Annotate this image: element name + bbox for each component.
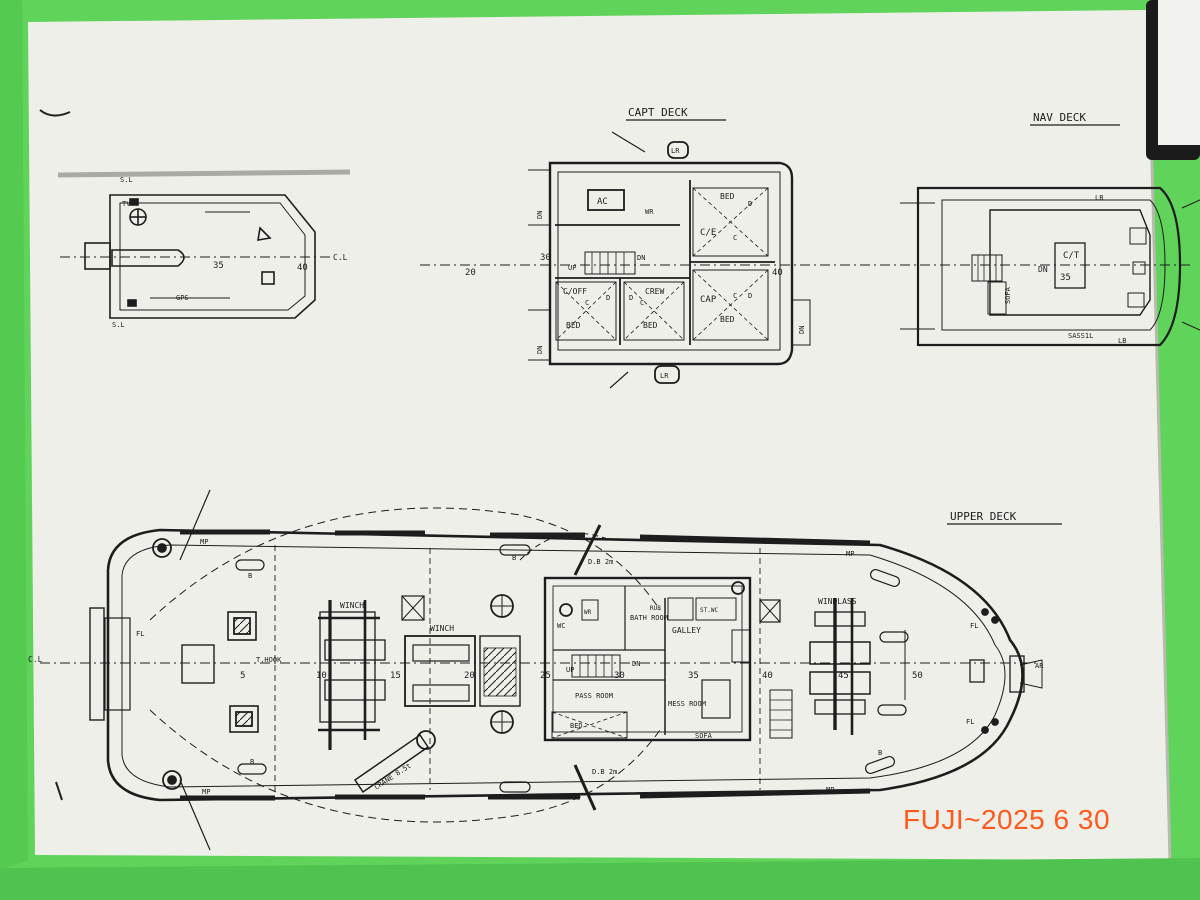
- pen-mark-2: [55, 781, 63, 801]
- upper-winch-mid: WINCH: [430, 624, 454, 633]
- upper-db-bottom: D.B 2m: [592, 768, 617, 776]
- upper-frame-35: 35: [688, 671, 699, 681]
- capt-room-wr: WR: [645, 208, 654, 216]
- tape-strip-left: [0, 0, 28, 870]
- frame-35-bow: 35: [213, 261, 224, 271]
- capt-door-1: D: [748, 200, 752, 208]
- label-tv: TV: [122, 200, 131, 208]
- nav-frame-35: 35: [1060, 273, 1071, 283]
- capt-door-4: D: [629, 294, 633, 302]
- upper-frame-15: 15: [390, 671, 401, 681]
- capt-chair-4: C: [640, 299, 644, 307]
- upper-up: UP: [566, 666, 574, 674]
- capt-room-c-off: C/OFF: [563, 287, 587, 296]
- capt-door-3: D: [606, 294, 610, 302]
- upper-winch-aft: WINCH: [340, 601, 364, 610]
- label-sl-top: S.L: [120, 176, 133, 184]
- upper-thook: T.HOOK: [256, 656, 282, 664]
- capt-dn-left-1: DN: [536, 211, 544, 219]
- upper-mess-room: MESS ROOM: [668, 700, 706, 708]
- capt-dn-right: DN: [798, 326, 806, 334]
- capt-room-crew: CREW: [645, 287, 664, 296]
- upper-frame-10: 10: [316, 671, 327, 681]
- capt-chair-3: C: [585, 299, 589, 307]
- upper-galley: GALLEY: [672, 626, 701, 635]
- upper-ar: AR: [1035, 662, 1044, 670]
- tape-strip-bottom: [0, 858, 1200, 900]
- capt-deck-plan: CAPT DECK AC WR BED C/E: [420, 106, 1190, 389]
- capt-bed-1: BED: [566, 321, 581, 330]
- upper-stwc: ST.WC: [700, 607, 718, 614]
- upper-wr: WR: [584, 609, 592, 616]
- upper-mp-2: MP: [202, 788, 210, 796]
- capt-up: UP: [568, 264, 576, 272]
- upper-dn: DN: [632, 660, 640, 668]
- upper-sofa: SOFA: [695, 732, 713, 740]
- nav-lb-bottom: LB: [1118, 337, 1126, 345]
- label-sl-bottom: S.L: [112, 321, 125, 329]
- frame-40-bow: 40: [297, 263, 308, 273]
- capt-frame-30: 30: [540, 253, 551, 263]
- upper-bitt-3: B: [512, 554, 516, 562]
- capt-bed-cap: BED: [720, 315, 735, 324]
- upper-bitt-1: B: [248, 572, 252, 580]
- upper-fl-fwd-2: FL: [966, 718, 974, 726]
- upper-bath-room: BATH ROOM: [630, 614, 668, 622]
- upper-windlass: WINDLASS: [818, 597, 857, 606]
- upper-pass-room: PASS ROOM: [575, 692, 613, 700]
- label-cl-bow: C.L: [333, 253, 348, 262]
- nav-sofa: SOFA: [1004, 286, 1012, 304]
- paper-sheet: [28, 10, 1170, 860]
- upper-mp-3: MP: [846, 550, 854, 558]
- upper-rub: RUB: [650, 605, 661, 612]
- capt-bed-2: BED: [643, 321, 658, 330]
- upper-deck-plan: UPPER DECK C.L: [28, 489, 1062, 851]
- upper-cl: C.L: [28, 655, 43, 664]
- upper-frame-45: 45: [838, 671, 849, 681]
- upper-wc: WC: [557, 622, 565, 630]
- upper-mp-4: MP: [826, 786, 834, 794]
- capt-lr-top: LR: [671, 147, 680, 155]
- capt-chair-2: C: [733, 292, 737, 300]
- upper-fl-fwd-1: FL: [970, 622, 978, 630]
- capt-frame-20: 20: [465, 268, 476, 278]
- upper-frame-20: 20: [464, 671, 475, 681]
- pen-mark-1: [39, 109, 71, 117]
- nav-deck-title: NAV DECK: [1033, 111, 1086, 124]
- nav-dn: DN: [1038, 265, 1048, 274]
- capt-bed-ce: BED: [720, 192, 735, 201]
- upper-frame-30: 30: [614, 671, 625, 681]
- upper-bitt-2: B: [250, 758, 254, 766]
- upper-db-top: D.B 2m: [588, 558, 613, 566]
- nav-deck-plan: NAV DECK C/T DN SOFA LB LB SASS1L 35: [900, 111, 1200, 347]
- capt-deck-title: CAPT DECK: [628, 106, 688, 119]
- capt-room-ce: C/E: [700, 228, 716, 238]
- capt-frame-40: 40: [772, 268, 783, 278]
- capt-dn-left-2: DN: [536, 346, 544, 354]
- capt-chair-1: C: [733, 234, 737, 242]
- upper-frame-5: 5: [240, 671, 245, 681]
- date-stamp: FUJI~2025 6 30: [903, 804, 1111, 835]
- capt-dn: DN: [637, 254, 645, 262]
- upper-deck-title: UPPER DECK: [950, 510, 1017, 523]
- upper-bitt-4: B: [878, 749, 882, 757]
- capt-lr-bottom: LR: [660, 372, 669, 380]
- nav-room-ct: C/T: [1063, 251, 1080, 261]
- nav-sash: SASS1L: [1068, 332, 1093, 340]
- capt-room-cap: CAP: [700, 295, 717, 305]
- upper-fl-aft: FL: [136, 630, 144, 638]
- upper-bed: BED: [570, 722, 583, 730]
- nav-lb-top: LB: [1095, 194, 1103, 202]
- upper-frame-25: 25: [540, 671, 551, 681]
- frame-corner-inner: [1158, 0, 1200, 145]
- bow-top-view: S.L S.L TV C.L 35 40 GPS: [57, 169, 351, 329]
- capt-door-2: D: [748, 292, 752, 300]
- upper-frame-40: 40: [762, 671, 773, 681]
- upper-frame-50: 50: [912, 671, 923, 681]
- upper-mp-1: MP: [200, 538, 208, 546]
- capt-room-ac: AC: [597, 197, 608, 207]
